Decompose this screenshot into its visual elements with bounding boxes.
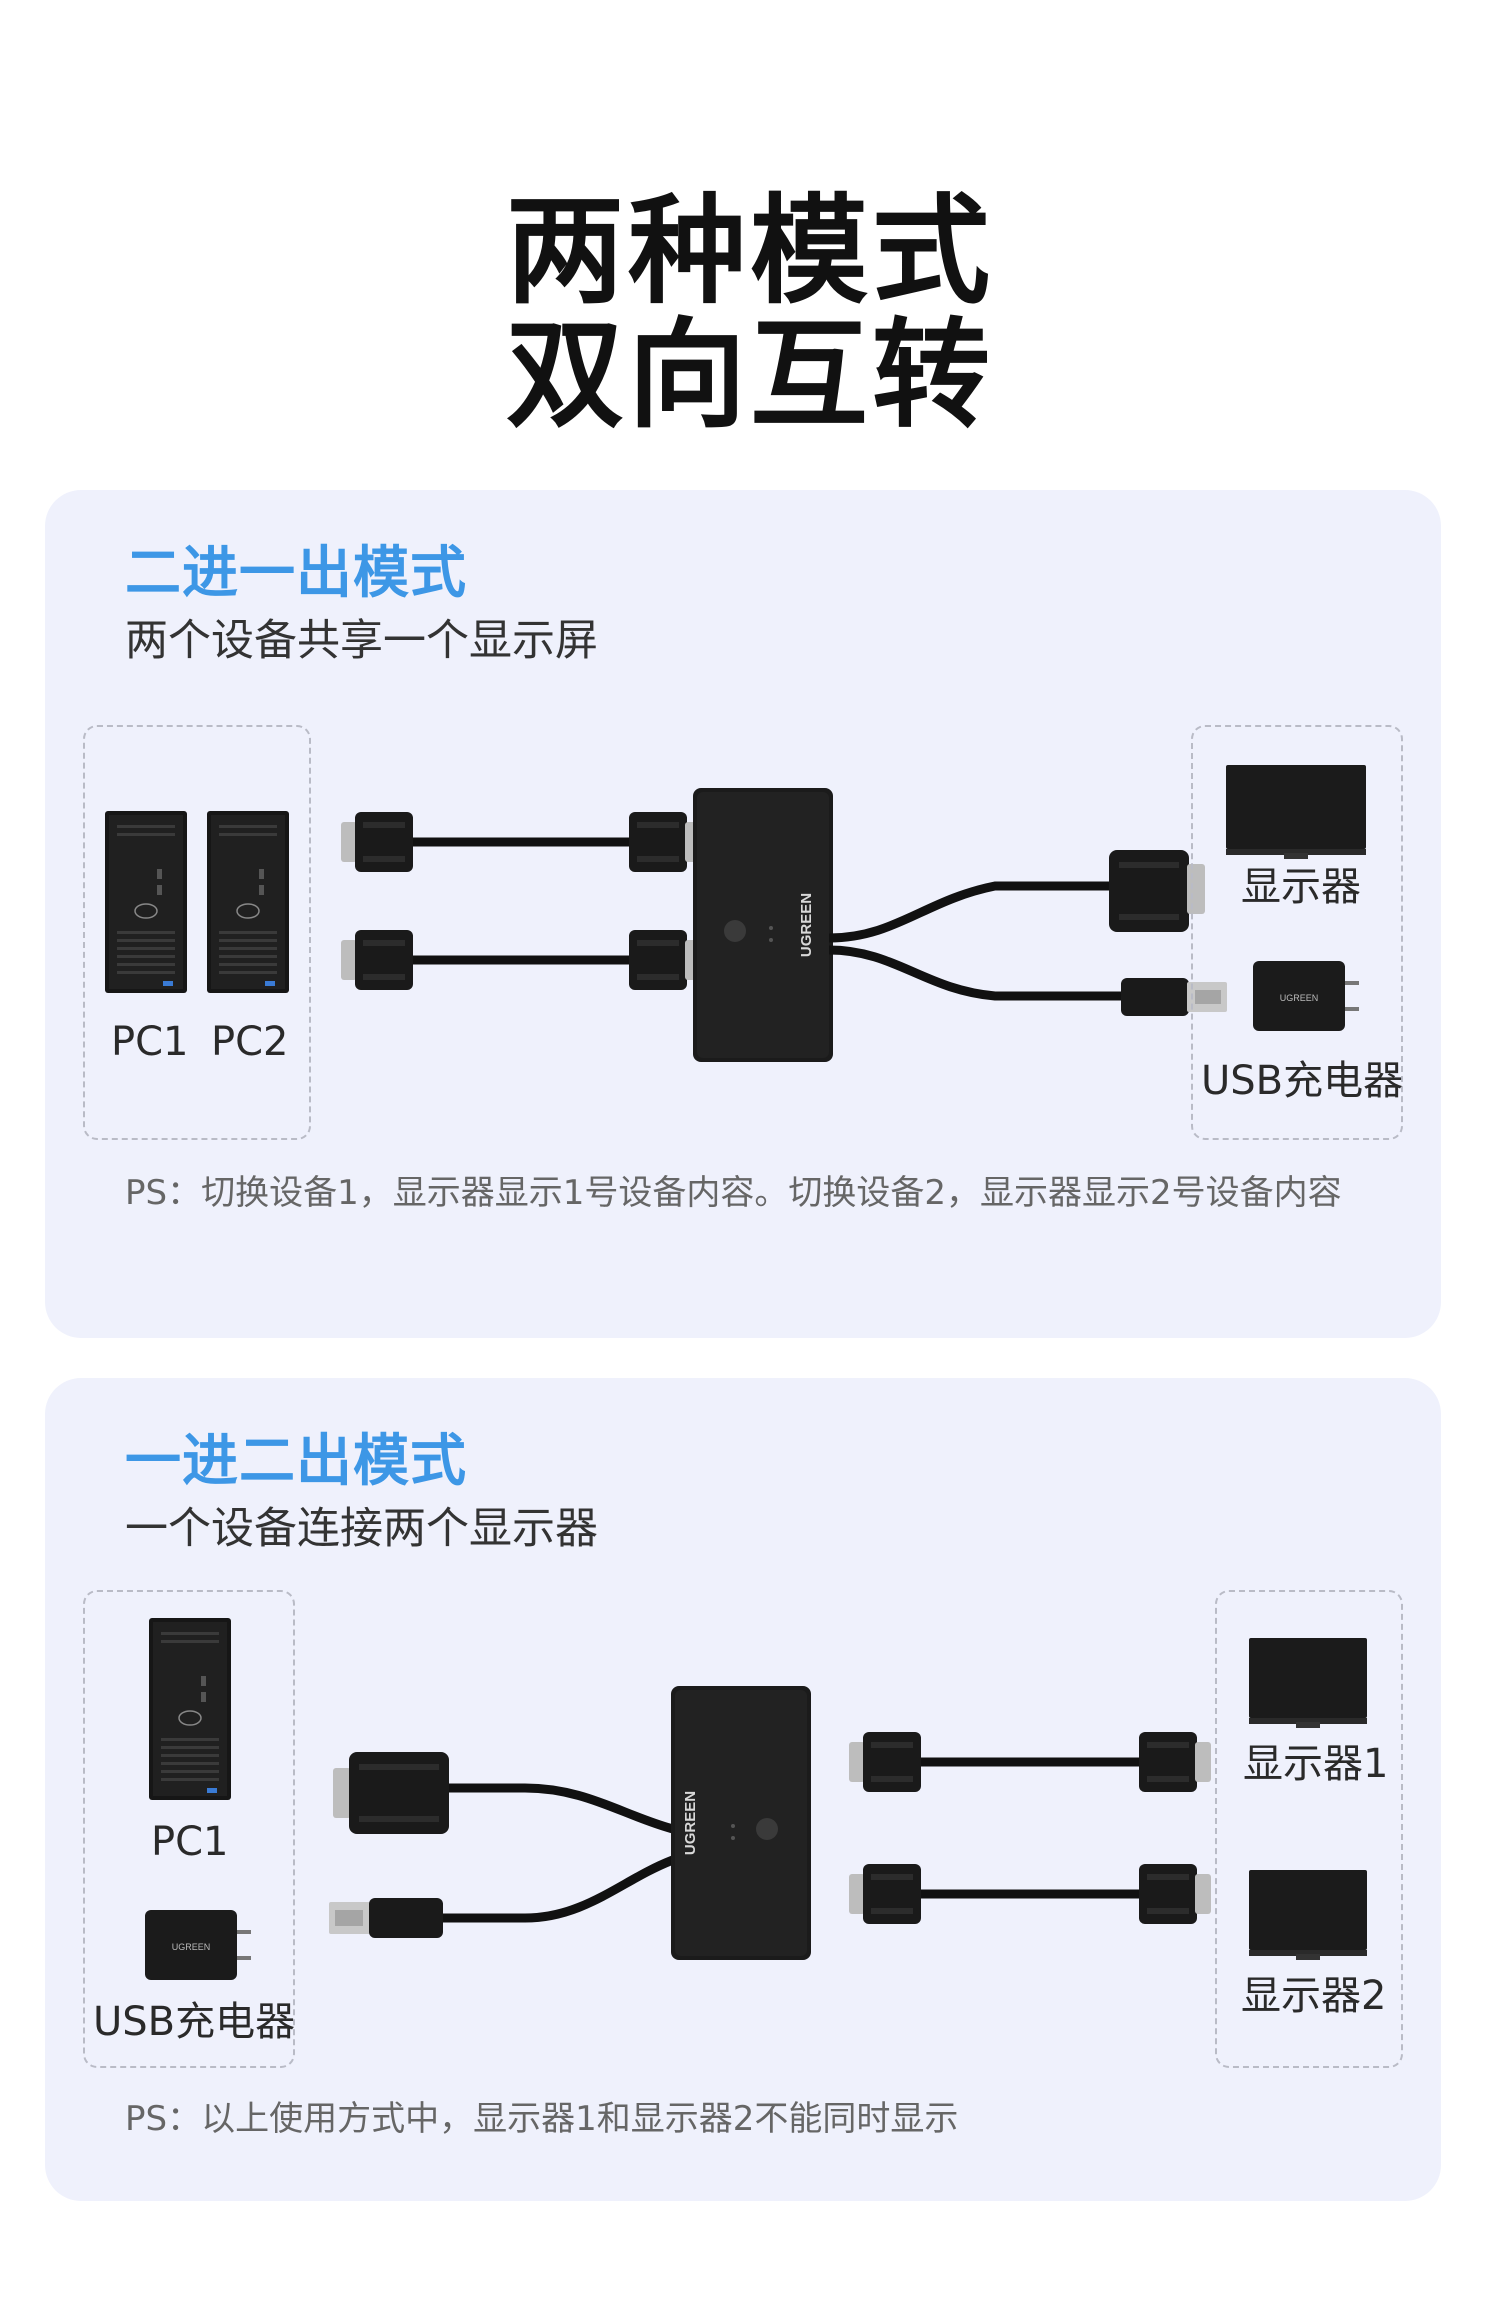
desktop-pc-icon — [149, 1618, 231, 1800]
mode-card-1in2out: 一进二出模式 一个设备连接两个显示器 PC1 UG — [45, 1378, 1441, 2201]
output-devices-box: 显示器 UGREEN USB充电器 — [1191, 725, 1403, 1140]
vga-plug-icon — [333, 1752, 449, 1834]
usb-charger-icon: UGREEN — [1253, 961, 1359, 1031]
mode-subtitle: 两个设备共享一个显示屏 — [125, 616, 598, 666]
monitor-2-label: 显示器2 — [1241, 1973, 1387, 2019]
vga-cable-pair-in — [341, 812, 701, 990]
charger-label: USB充电器 — [1201, 1058, 1404, 1104]
vga-cable-1 — [849, 1732, 1211, 1792]
pc1-label: PC1 — [111, 1019, 189, 1065]
usb-charger-icon: UGREEN — [145, 1910, 251, 1980]
usb-plug-icon — [329, 1898, 443, 1938]
mode-subtitle: 一个设备连接两个显示器 — [125, 1504, 598, 1554]
y-cable-out — [828, 850, 1227, 1016]
mode-title: 一进二出模式 — [125, 1429, 467, 1494]
vga-cable-2 — [849, 1864, 1211, 1924]
hero-title-line-1: 两种模式 — [505, 182, 994, 320]
source-devices-box: PC1 PC2 — [83, 725, 311, 1140]
brand-logo: UGREEN — [798, 893, 815, 957]
mode-title: 二进一出模式 — [125, 541, 467, 606]
vga-cable-pair-out — [849, 1732, 1211, 1924]
output-devices-box: 显示器1 显示器2 — [1215, 1590, 1403, 2068]
vga-cable-2 — [341, 930, 701, 990]
brand-logo: UGREEN — [682, 1791, 699, 1855]
pc2-label: PC2 — [211, 1019, 289, 1065]
kvm-switch-box: UGREEN — [671, 1686, 811, 1960]
mode-card-2in1out: 二进一出模式 两个设备共享一个显示屏 — [45, 490, 1441, 1338]
pc1-label: PC1 — [151, 1819, 229, 1865]
usb-plug-icon — [1121, 978, 1227, 1016]
monitor-label: 显示器 — [1241, 864, 1361, 910]
monitor-2-icon — [1249, 1870, 1367, 1960]
desktop-pc-icon — [207, 811, 289, 993]
ps-note: PS：以上使用方式中，显示器1和显示器2不能同时显示 — [125, 2099, 959, 2139]
vga-cable-1 — [341, 812, 701, 872]
hero-title-line-2: 双向互转 — [505, 306, 994, 444]
charger-brand: UGREEN — [1280, 993, 1319, 1003]
kvm-switch-box: UGREEN — [693, 788, 833, 1062]
charger-brand: UGREEN — [172, 1942, 211, 1952]
source-devices-box: PC1 UGREEN USB充电器 — [83, 1590, 295, 2068]
charger-label: USB充电器 — [93, 1999, 296, 2045]
monitor-1-icon — [1249, 1638, 1367, 1728]
desktop-pc-icon — [105, 811, 187, 993]
monitor-1-label: 显示器1 — [1243, 1741, 1389, 1787]
monitor-icon — [1226, 765, 1366, 859]
ps-note: PS：切换设备1，显示器显示1号设备内容。切换设备2，显示器显示2号设备内容 — [125, 1173, 1342, 1213]
